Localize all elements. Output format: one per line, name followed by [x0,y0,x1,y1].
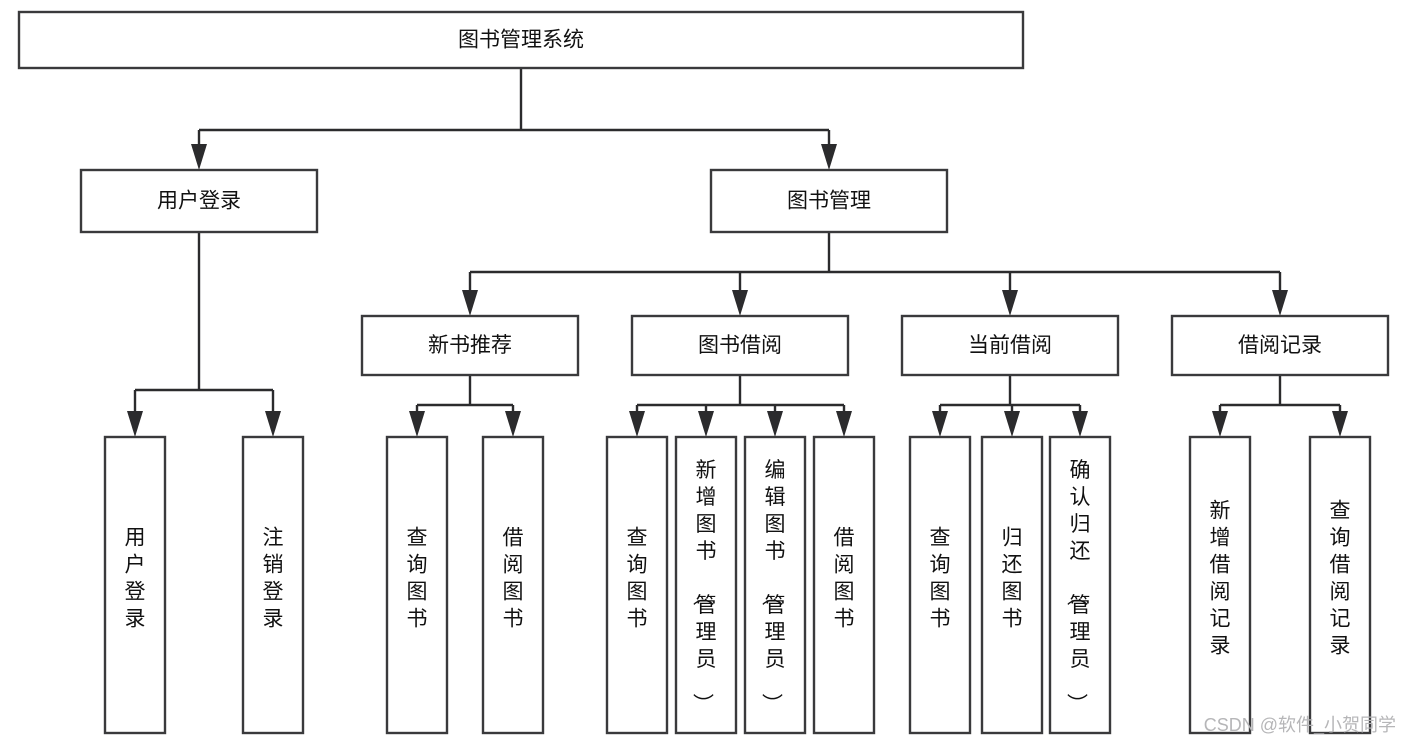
arrow-head-icon [1072,411,1088,437]
connector-group-currentborrow-to-leaves [932,375,1088,437]
node-label: 借阅图书 [503,527,524,631]
node-label: 当前借阅 [968,334,1052,357]
node-leaf-borrow-book-2[interactable]: 借阅图书 [812,435,876,735]
arrow-head-icon [629,411,645,437]
node-box[interactable] [605,435,669,735]
arrow-head-icon [1332,411,1348,437]
node-box[interactable] [812,435,876,735]
arrow-head-icon [932,411,948,437]
node-leaf-add-book[interactable]: 新增图书（管理员） [674,435,738,735]
node-box[interactable] [1170,314,1390,377]
arrow-head-icon [409,411,425,437]
node-label: 新增借阅记录 [1210,500,1231,658]
node-user-login[interactable]: 用户登录 [79,168,319,234]
node-new-book-rec[interactable]: 新书推荐 [360,314,580,377]
node-label: 用户登录 [157,190,241,213]
arrow-head-icon [836,411,852,437]
node-label: 图书管理系统 [458,29,584,52]
node-box[interactable] [1308,435,1372,735]
arrow-head-icon [1004,411,1020,437]
node-box[interactable] [709,168,949,234]
node-label: 查询借阅记录 [1330,500,1351,658]
node-box[interactable] [1048,435,1112,735]
node-label: 编辑图书（管理员） [760,459,786,714]
node-leaf-logout[interactable]: 注销登录 [241,435,305,735]
connector-group-bookmanage-to-level3 [462,232,1288,316]
connector-group-bookborrow-to-leaves [629,375,852,437]
arrow-head-icon [698,411,714,437]
node-box[interactable] [900,314,1120,377]
node-label: 归还图书 [1002,527,1023,631]
node-box[interactable] [360,314,580,377]
node-leaf-return-book[interactable]: 归还图书 [980,435,1044,735]
arrow-head-icon [1002,290,1018,316]
node-label: 新书推荐 [428,334,512,357]
node-box[interactable] [481,435,545,735]
node-leaf-query-book-3[interactable]: 查询图书 [908,435,972,735]
arrow-head-icon [821,144,837,170]
node-label: 借阅图书 [834,527,855,631]
node-borrow-record[interactable]: 借阅记录 [1170,314,1390,377]
connector-group-userlogin-to-leaves [127,232,281,437]
node-box[interactable] [980,435,1044,735]
node-box[interactable] [17,10,1025,70]
node-label: 查询图书 [407,527,428,631]
node-layer: 图书管理系统用户登录图书管理新书推荐图书借阅当前借阅借阅记录用户登录注销登录查询… [17,10,1390,735]
arrow-head-icon [462,290,478,316]
node-box[interactable] [1188,435,1252,735]
arrow-head-icon [1212,411,1228,437]
node-label: 查询图书 [627,527,648,631]
node-box[interactable] [908,435,972,735]
node-leaf-user-login[interactable]: 用户登录 [103,435,167,735]
node-label: 借阅记录 [1238,334,1322,357]
node-leaf-borrow-book-1[interactable]: 借阅图书 [481,435,545,735]
node-book-borrow[interactable]: 图书借阅 [630,314,850,377]
node-label: 图书管理 [787,190,871,213]
node-leaf-query-book-2[interactable]: 查询图书 [605,435,669,735]
arrow-head-icon [1272,290,1288,316]
connector-group-root-to-level2 [191,68,837,170]
node-book-manage[interactable]: 图书管理 [709,168,949,234]
csdn-watermark: CSDN @软件_小贺同学 [1204,715,1396,736]
arrow-head-icon [505,411,521,437]
node-box[interactable] [103,435,167,735]
node-box[interactable] [241,435,305,735]
connector-layer [127,68,1348,437]
node-label: 图书借阅 [698,334,782,357]
arrow-head-icon [127,411,143,437]
arrow-head-icon [191,144,207,170]
node-box[interactable] [674,435,738,735]
node-box[interactable] [630,314,850,377]
arrow-head-icon [265,411,281,437]
node-leaf-edit-book[interactable]: 编辑图书（管理员） [743,435,807,735]
node-leaf-confirm-return[interactable]: 确认归还（管理员） [1048,435,1112,735]
arrow-head-icon [767,411,783,437]
arrow-head-icon [732,290,748,316]
connector-group-newbook-to-leaves [409,375,521,437]
node-root[interactable]: 图书管理系统 [17,10,1025,70]
node-box[interactable] [743,435,807,735]
connector-group-borrowrecord-to-leaves [1212,375,1348,437]
node-label: 确认归还（管理员） [1065,459,1091,714]
node-leaf-query-book-1[interactable]: 查询图书 [385,435,449,735]
node-label: 查询图书 [930,527,951,631]
node-leaf-add-record[interactable]: 新增借阅记录 [1188,435,1252,735]
node-box[interactable] [79,168,319,234]
node-label: 注销登录 [263,527,284,631]
node-label: 用户登录 [125,527,146,631]
node-box[interactable] [385,435,449,735]
node-leaf-query-record[interactable]: 查询借阅记录 [1308,435,1372,735]
node-label: 新增图书（管理员） [691,459,717,714]
node-current-borrow[interactable]: 当前借阅 [900,314,1120,377]
